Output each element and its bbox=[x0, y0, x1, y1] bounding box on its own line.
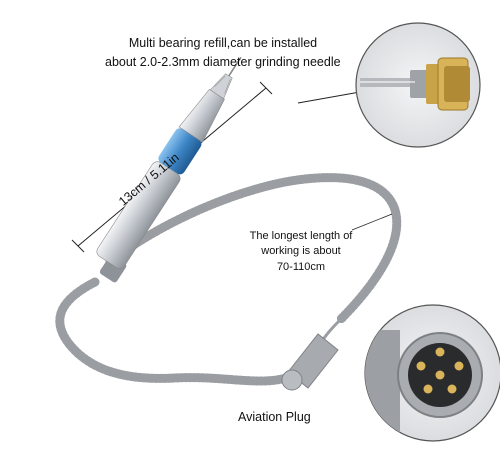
length-caption-line2: working is about bbox=[261, 245, 341, 257]
handpiece bbox=[96, 56, 242, 283]
cable-plug bbox=[281, 333, 339, 391]
callout-line-bearing bbox=[297, 91, 361, 104]
length-caption-line3: 70-110cm bbox=[276, 261, 326, 273]
length-caption-line1: The longest length of bbox=[249, 230, 353, 242]
plug-caption: Aviation Plug bbox=[238, 410, 311, 424]
callout-line-length bbox=[351, 213, 393, 231]
bearing-caption-line2: about 2.0-2.3mm diameter grinding needle bbox=[105, 55, 341, 69]
plug-detail-circle bbox=[364, 304, 500, 442]
bearing-caption-line1: Multi bearing refill,can be installed bbox=[128, 36, 318, 50]
bearing-detail-circle bbox=[355, 22, 481, 148]
